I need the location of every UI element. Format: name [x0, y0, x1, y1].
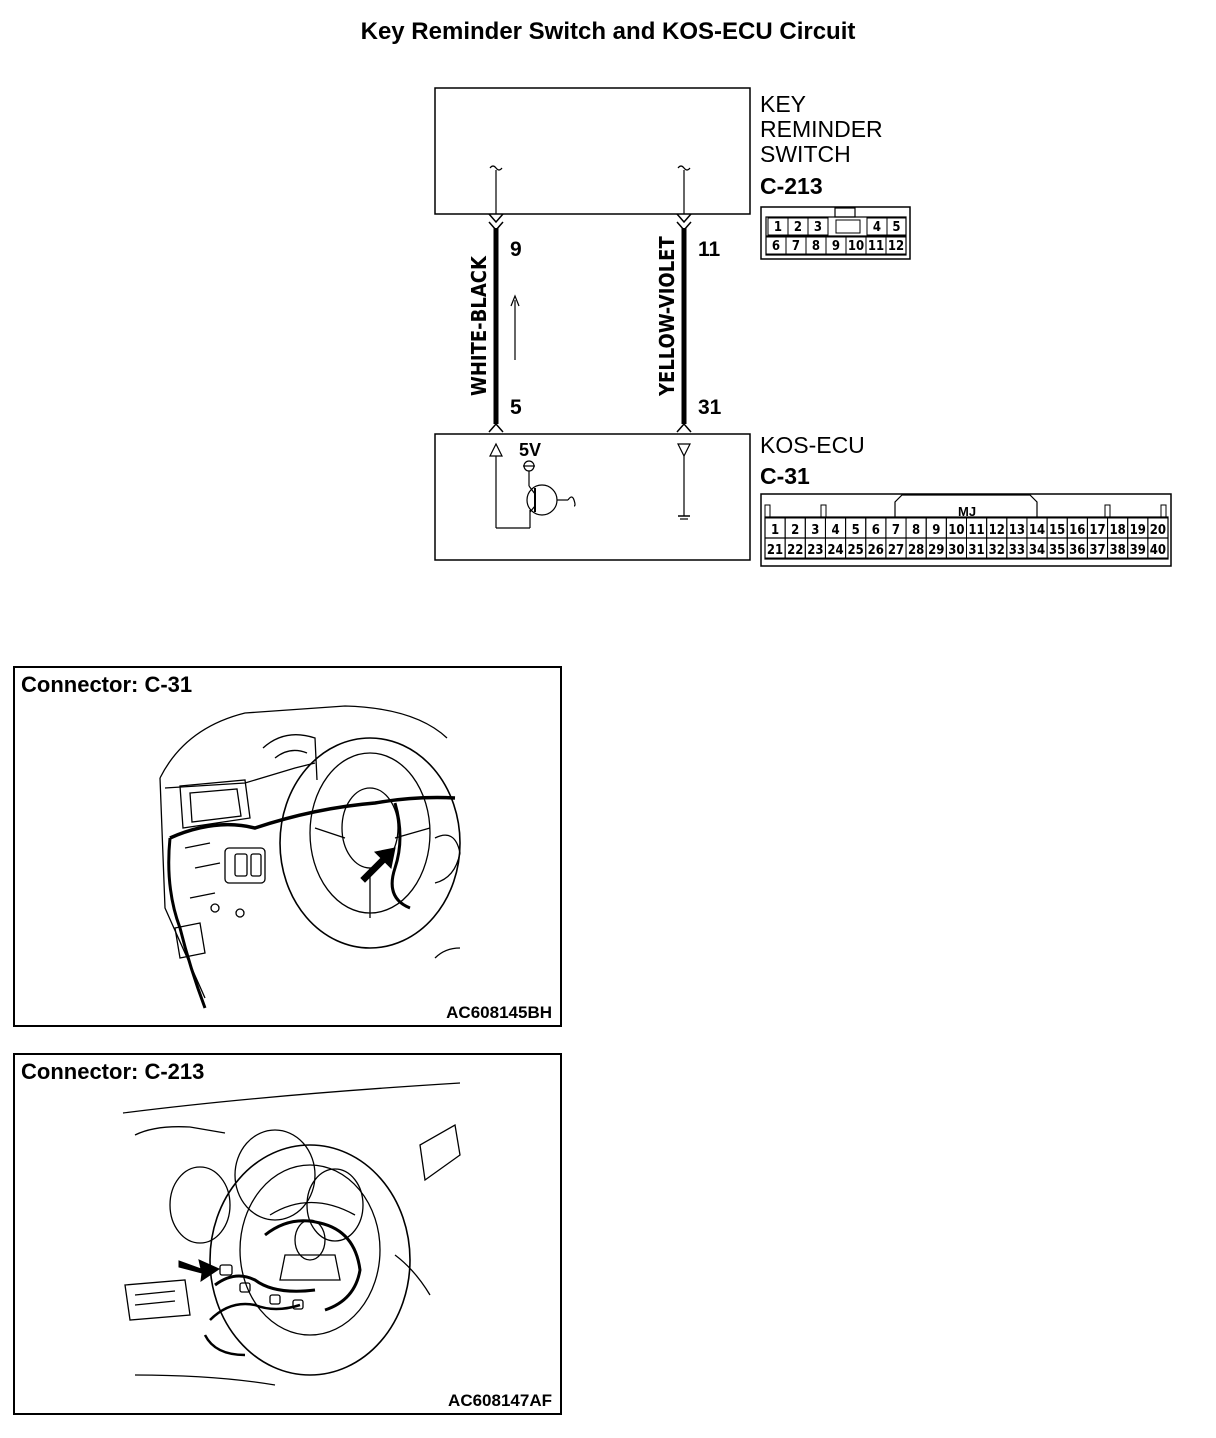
wire-white-black [488, 165, 520, 433]
switch-connector-pin-2: 2 [794, 220, 802, 235]
ecu-connector-pin-16: 16 [1069, 523, 1085, 538]
switch-connector-pin-5: 5 [892, 220, 900, 235]
ecu-connector-pin-21: 21 [767, 543, 783, 558]
ecu-connector-pin-28: 28 [908, 543, 924, 558]
ecu-connector-pin-1: 1 [771, 523, 779, 538]
switch-connector-pin-12: 12 [888, 239, 904, 254]
ecu-connector-pin-18: 18 [1109, 523, 1125, 538]
ecu-connector-pin-25: 25 [848, 543, 864, 558]
switch-connector-pin-5-cell [886, 217, 907, 236]
switch-connector-pin-11: 11 [868, 239, 884, 254]
switch-pin-11: 11 [698, 238, 721, 261]
switch-name-line-3: SWITCH [760, 141, 851, 167]
connector-c31-location-illustration [159, 705, 461, 1009]
ecu-connector-pin-32: 32 [989, 543, 1005, 558]
connector-c213-locator-arrow [178, 1259, 221, 1283]
ecu-connector-pin-40-cell [1147, 537, 1169, 559]
ecu-connector-pin-29: 29 [928, 543, 944, 558]
connector-c213-figure-code: AC608147AF [448, 1391, 552, 1410]
connector-c31-panel: Connector: C-31 [13, 666, 562, 1027]
ecu-connector-pin-30: 30 [948, 543, 964, 558]
ecu-pin-31: 31 [698, 396, 722, 419]
ecu-connector-pin-40: 40 [1150, 543, 1166, 558]
ecu-connector-pin-22: 22 [787, 543, 803, 558]
ecu-connector-pin-36: 36 [1069, 543, 1085, 558]
connector-c31-figure-code: AC608145BH [446, 1003, 552, 1022]
ecu-connector-pin-38: 38 [1109, 543, 1125, 558]
connector-c31-locator-arrow [360, 847, 396, 883]
switch-connector-pin-1: 1 [774, 220, 782, 235]
ecu-connector-pin-9: 9 [932, 523, 940, 538]
ecu-pin-5: 5 [510, 396, 522, 419]
ecu-connector-pin-10: 10 [948, 523, 964, 538]
wire-color-white-black: WHITE-BLACK [467, 255, 491, 396]
ecu-connector-pin-15: 15 [1049, 523, 1065, 538]
ecu-connector-pin-7: 7 [892, 523, 900, 538]
circuit-diagram: KEY REMINDER SWITCH C-213 KOS-ECU C-31 9… [434, 87, 1172, 567]
connector-c213-location-illustration [122, 1082, 461, 1386]
ecu-connector-pin-12: 12 [989, 523, 1005, 538]
ecu-connector-pin-34: 34 [1029, 543, 1045, 558]
ecu-connector-pin-14: 14 [1029, 523, 1045, 538]
switch-box [434, 87, 751, 215]
ecu-connector-pin-26: 26 [868, 543, 884, 558]
wire-color-yellow-violet: YELLOW-VIOLET [655, 236, 679, 397]
ecu-connector-pin-13: 13 [1009, 523, 1025, 538]
switch-connector-pin-9: 9 [832, 239, 840, 254]
ecu-connector-pin-37: 37 [1089, 543, 1105, 558]
ecu-connector-pin-27: 27 [888, 543, 904, 558]
ecu-connector-pin-23: 23 [807, 543, 823, 558]
ecu-voltage-label: 5V [519, 440, 541, 460]
switch-connector-label: C-213 [760, 173, 823, 199]
switch-name-line-2: REMINDER [760, 116, 883, 142]
ecu-name: KOS-ECU [760, 432, 865, 458]
ecu-connector-pin-24: 24 [827, 543, 843, 558]
ecu-connector-label: C-31 [760, 463, 810, 489]
ecu-connector-pin-19: 19 [1130, 523, 1146, 538]
switch-connector-pin-8: 8 [812, 239, 820, 254]
ecu-connector-pin-35: 35 [1049, 543, 1065, 558]
connector-c213-panel: Connector: C-213 [13, 1053, 562, 1415]
diagram-title: Key Reminder Switch and KOS-ECU Circuit [360, 18, 856, 45]
connector-c213-panel-title: Connector: C-213 [21, 1059, 205, 1084]
switch-connector-pin-10: 10 [848, 239, 864, 254]
switch-connector-pin-12-cell [885, 236, 907, 255]
ecu-connector-pin-17: 17 [1089, 523, 1105, 538]
switch-connector-pin-3: 3 [814, 220, 822, 235]
switch-connector-pin-7: 7 [792, 239, 800, 254]
ecu-connector-pin-2: 2 [791, 523, 799, 538]
ecu-connector-key-label: MJ [958, 504, 976, 519]
ecu-connector-pin-31: 31 [968, 543, 984, 558]
ecu-connector-pin-39: 39 [1130, 543, 1146, 558]
switch-pin-9: 9 [510, 238, 522, 261]
ecu-connector-pin-3: 3 [811, 523, 819, 538]
ecu-input-circuit [489, 442, 576, 529]
ecu-connector-pin-5: 5 [852, 523, 860, 538]
wire-yellow-violet [676, 165, 692, 433]
connector-c31-panel-title: Connector: C-31 [21, 672, 193, 697]
ecu-connector-pin-33: 33 [1009, 543, 1025, 558]
ecu-ground-circuit [677, 443, 691, 520]
ecu-connector-pin-6: 6 [872, 523, 880, 538]
ecu-connector-pin-11: 11 [968, 523, 984, 538]
switch-connector-pin-3-cell [807, 217, 829, 236]
switch-connector-pin-6: 6 [772, 239, 780, 254]
switch-connector-pin-4: 4 [873, 220, 881, 235]
ecu-connector-pin-20: 20 [1150, 523, 1166, 538]
ecu-connector-pin-4: 4 [831, 523, 839, 538]
ecu-box [434, 433, 751, 561]
switch-name-line-1: KEY [760, 91, 806, 117]
ecu-connector-pin-8: 8 [912, 523, 920, 538]
switch-connector-blank-cavity [835, 219, 861, 234]
